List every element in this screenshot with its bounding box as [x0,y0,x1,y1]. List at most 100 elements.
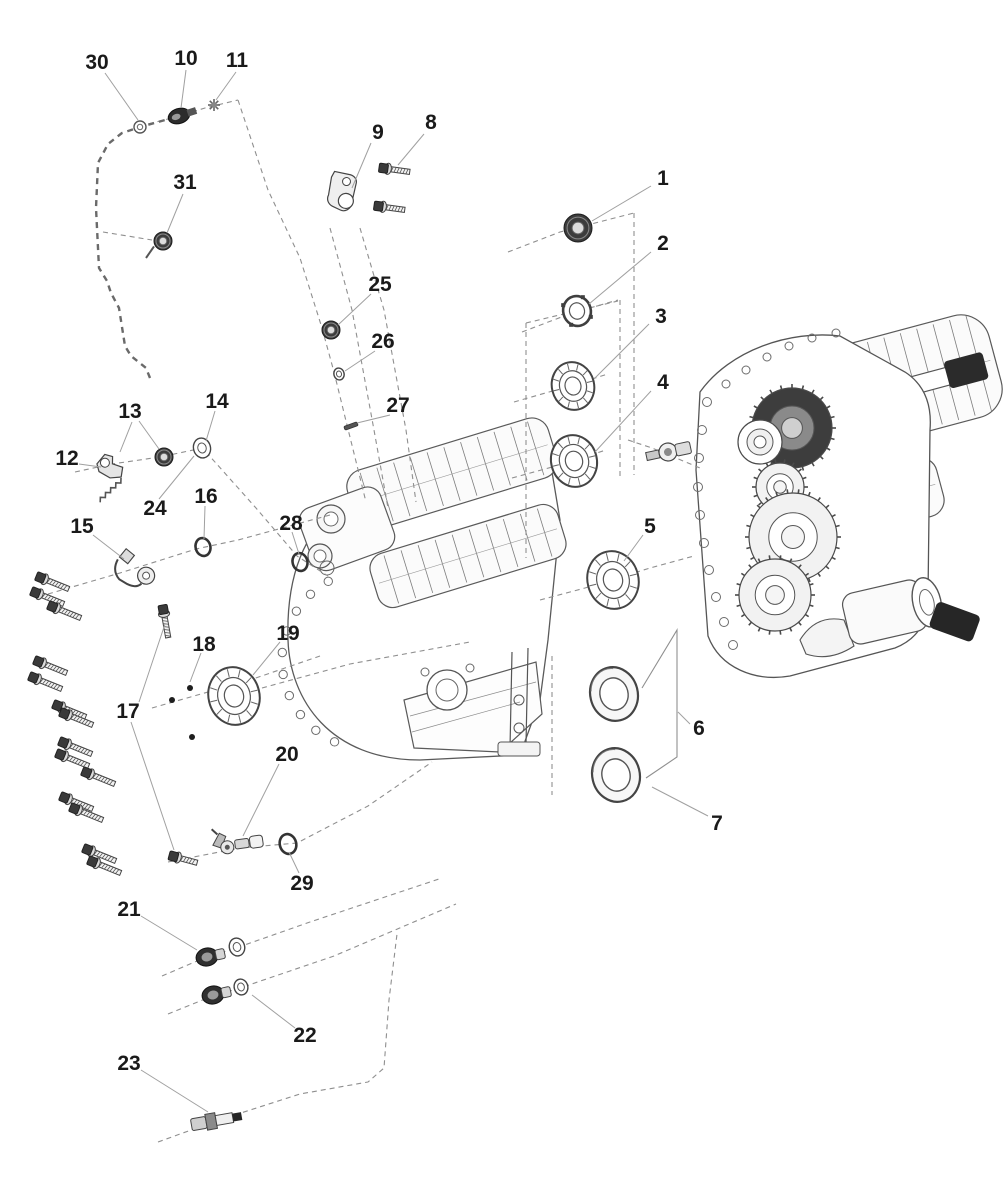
part-valve-20 [210,828,264,855]
part-nut-25 [321,320,341,340]
part-bolt-17-10 [80,766,117,788]
assembly-axis [139,99,239,127]
part-bolt-17-12 [68,802,105,824]
callout-bracket-line [641,628,678,779]
leader-line-13 [138,420,160,450]
part-oring-16 [194,536,212,558]
part-bolt-17-4 [32,655,69,677]
part-bolt-17-top [157,603,172,639]
leader-line-27 [356,414,391,424]
upper-ribbed-bore [346,417,558,531]
rear-case-illustration [693,314,1003,678]
callout-19: 19 [276,622,299,645]
leader-line-11 [215,71,237,101]
callout-6: 6 [693,717,705,740]
part-bolt-near-20 [167,850,199,866]
callout-24: 24 [143,497,167,520]
leader-line-21 [140,915,198,951]
part-washer-14 [192,437,212,459]
part-lever-12 [96,453,124,479]
part-ball-18c [189,734,195,740]
callout-26: 26 [371,330,394,353]
leader-line-24 [158,455,195,500]
leader-line-28 [291,531,300,555]
leader-line-31 [166,193,184,234]
leader-line-13 [119,421,133,453]
gear-illustration [735,555,815,635]
callout-28: 28 [279,512,303,535]
callout-25: 25 [368,273,392,296]
part-locknut-2 [561,294,593,328]
part-bolt-8b [373,200,406,214]
leader-line-20 [242,763,280,837]
assembly-axis [521,299,619,333]
leader-line-4 [594,390,652,453]
leader-line-25 [337,293,372,326]
part-plug-21 [195,947,226,967]
part-bearing-5 [586,550,640,610]
part-fork-15 [114,547,156,588]
leader-line-1 [591,185,652,222]
callout-8: 8 [425,111,437,134]
leader-line-30 [104,72,139,121]
leader-line-8 [397,133,425,166]
part-ring-29 [278,832,298,856]
part-bolt-17-3 [46,600,83,622]
assembly-axis [507,212,635,253]
callout-7: 7 [711,812,723,835]
assembly-axis [539,555,695,601]
callout-1: 1 [657,167,669,190]
part-nut-13 [154,447,174,467]
callout-leader-lines [78,69,709,1113]
output-yoke [799,618,855,658]
part-bolt-8a [378,162,411,176]
part-coupler-shaft-4 [645,441,692,462]
leader-line-17 [130,721,175,851]
part-washer-26 [333,367,345,381]
leader-line-3 [593,323,650,380]
part-plug-22 [201,985,232,1005]
leader-line-7 [651,786,709,817]
assembly-axis [102,231,153,241]
leader-line-19 [252,641,281,676]
exploded-parts [27,99,692,1131]
leader-line-23 [140,1069,209,1113]
leader-line-15 [92,534,125,560]
callout-17: 17 [116,700,139,723]
callout-13: 13 [118,400,141,423]
part-bolt-17-5 [27,671,64,693]
callout-14: 14 [205,390,229,413]
assembly-axis [74,448,199,473]
assembly-axis [261,641,471,689]
callout-10: 10 [174,47,197,70]
part-bracket-9 [327,170,357,212]
callout-18: 18 [192,633,216,656]
leader-line-5 [623,534,644,562]
part-bolt-17-14 [86,855,123,877]
part-seal-6b [590,747,642,803]
assembly-axis [329,227,389,509]
part-pin-27 [343,421,359,431]
part-pipe-fitting-10 [167,107,198,125]
front-case-illustration [277,417,567,761]
callout-23: 23 [117,1052,140,1075]
callout-27: 27 [386,394,409,417]
assembly-axis [359,227,417,503]
part-oring-28 [291,551,309,573]
part-tube-elbow-ring-30 [133,120,147,134]
output-shaft-spline [929,602,980,642]
callout-4: 4 [657,371,669,394]
part-bearing-4 [549,434,599,488]
callout-29: 29 [290,872,313,895]
part-seal-6a [588,666,640,722]
part-washer-22 [233,978,249,996]
callout-31: 31 [173,171,197,194]
callout-30: 30 [85,51,108,74]
part-bolt-17-7 [58,707,95,729]
leader-line-6 [677,711,691,725]
leader-line-2 [588,251,652,305]
part-breather-tube-30 [94,115,177,379]
leader-line-16 [203,505,206,540]
